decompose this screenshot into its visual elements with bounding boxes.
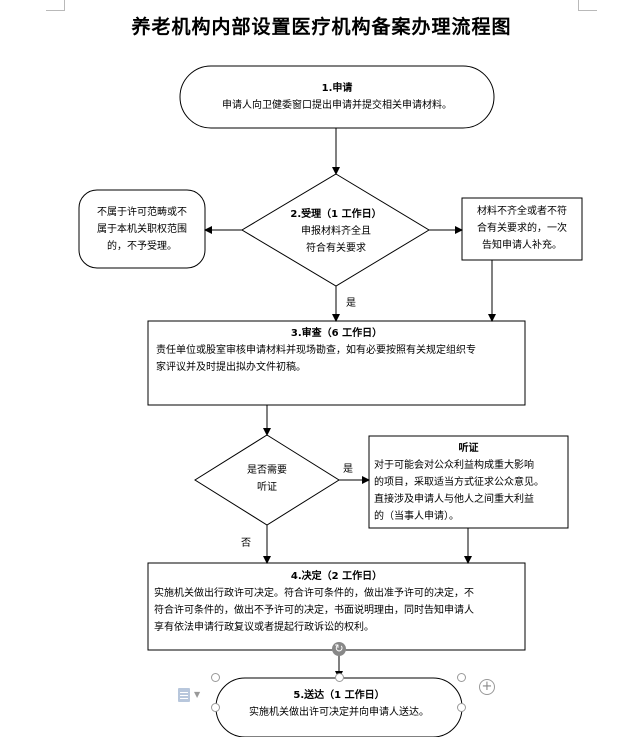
rotate-icon[interactable]: ↻ (332, 642, 346, 656)
reject-line-3: 的，不予受理。 (107, 241, 177, 252)
reject-line-2: 属于本机关职权范围 (97, 224, 187, 235)
hearing-line-4: 的（当事人申请）。 (374, 511, 459, 522)
reject-node-text: 不属于许可范畴或不 属于本机关职权范围 的，不予受理。 (80, 204, 204, 255)
chevron-down-icon[interactable]: ▼ (194, 690, 201, 699)
decision-line-2: 符合许可条件的，做出不予许可的决定，书面说明理由，同时告知申请人 (154, 605, 474, 616)
edge-label-hearing-no: 否 (241, 538, 251, 549)
deliver-node-text: 5.送达（1 工作日） 实施机关做出许可决定并向申请人送达。 (216, 687, 462, 721)
apply-terminator-shape (179, 65, 495, 129)
review-line-2: 家评议并及时提出拟办文件初稿。 (156, 362, 306, 373)
decision-title: 4.决定（2 工作日） (290, 571, 383, 582)
selection-handle-left[interactable] (211, 703, 220, 712)
hearing-title: 听证 (458, 443, 479, 454)
review-node-text: 3.审查（6 工作日） 责任单位或股室审核申请材料并现场勘查，如有必要按照有关规… (150, 325, 523, 376)
review-title: 3.审查（6 工作日） (290, 328, 383, 339)
deliver-line-1: 实施机关做出许可决定并向申请人送达。 (249, 707, 429, 718)
apply-node-text: 1.申请 申请人向卫健委窗口提出申请并提交相关申请材料。 (180, 80, 494, 114)
apply-title: 1.申请 (321, 83, 353, 94)
selection-handle-right[interactable] (457, 703, 466, 712)
accept-line-2: 符合有关要求 (306, 243, 366, 254)
page-title: 养老机构内部设置医疗机构备案办理流程图 (131, 16, 512, 38)
deliver-title: 5.送达（1 工作日） (293, 690, 385, 701)
hearing-question-line-2: 听证 (257, 482, 277, 493)
supplement-line-3: 告知申请人补充。 (482, 240, 562, 251)
decision-node-text: 4.决定（2 工作日） 实施机关做出行政许可决定。符合许可条件的，做出准予许可的… (150, 568, 523, 636)
document-icon[interactable] (178, 688, 190, 702)
hearing-question-text: 是否需要 听证 (222, 462, 312, 496)
hearing-question-line-1: 是否需要 (247, 465, 287, 476)
selection-handle-top[interactable] (335, 673, 344, 682)
hearing-node-text: 听证 对于可能会对公众利益构成重大影响 的项目，采取适当方式征求公众意见。 直接… (370, 440, 567, 525)
supplement-node-text: 材料不齐全或者不符 合有关要求的，一次 告知申请人补充。 (463, 203, 581, 254)
accept-title: 2.受理（1 工作日） (290, 209, 382, 220)
hearing-line-2: 的项目，采取适当方式征求公众意见。 (374, 477, 544, 488)
plus-icon[interactable]: + (479, 679, 495, 695)
accept-node-text: 2.受理（1 工作日） 申报材料齐全且 符合有关要求 (262, 206, 410, 257)
supplement-line-2: 合有关要求的，一次 (477, 223, 567, 234)
apply-line-1: 申请人向卫健委窗口提出申请并提交相关申请材料。 (222, 100, 452, 111)
page-corner-mark-right (578, 0, 597, 11)
edge-label-hearing-yes: 是 (343, 464, 353, 475)
page-corner-mark-left (46, 0, 65, 11)
accept-line-1: 申报材料齐全且 (301, 226, 371, 237)
supplement-line-1: 材料不齐全或者不符 (477, 206, 567, 217)
review-line-1: 责任单位或股室审核申请材料并现场勘查，如有必要按照有关规定组织专 (156, 345, 476, 356)
edge-label-accept-yes: 是 (346, 298, 356, 309)
reject-line-1: 不属于许可范畴或不 (97, 207, 187, 218)
selection-handle-top-right[interactable] (457, 673, 466, 682)
hearing-line-3: 直接涉及申请人与他人之间重大利益 (374, 494, 534, 505)
selection-handle-top-left[interactable] (211, 673, 220, 682)
decision-line-3: 享有依法申请行政复议或者提起行政诉讼的权利。 (154, 622, 374, 633)
hearing-line-1: 对于可能会对公众利益构成重大影响 (374, 460, 534, 471)
decision-line-1: 实施机关做出行政许可决定。符合许可条件的，做出准予许可的决定，不 (154, 588, 474, 599)
